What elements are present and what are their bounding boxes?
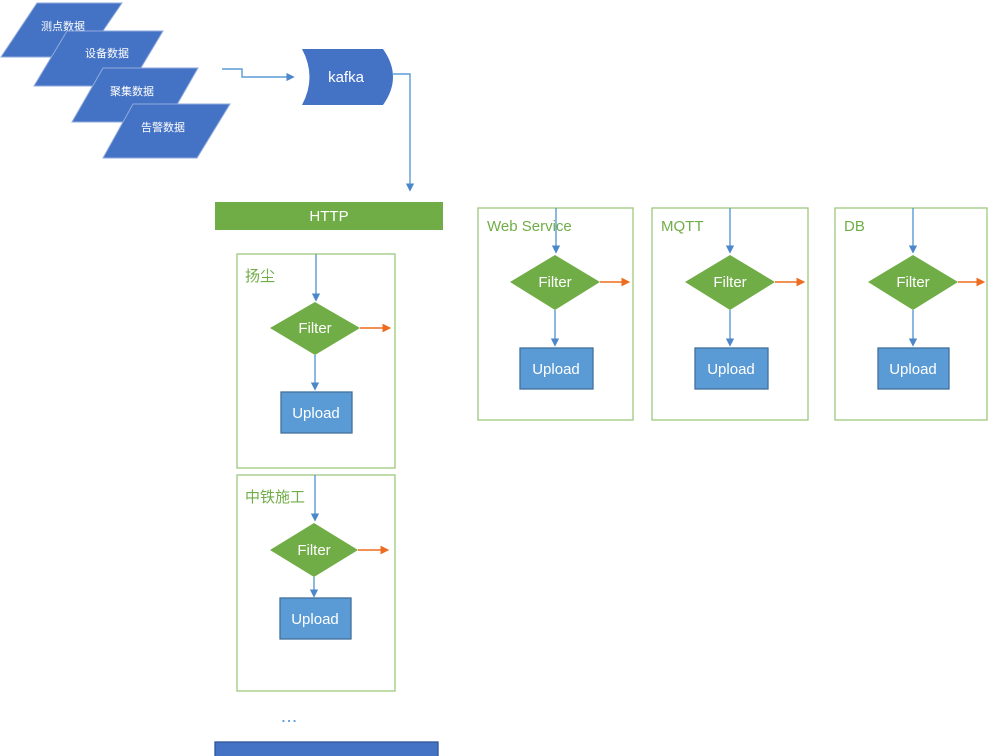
channel-zhongtie: 中铁施工 Filter Upload	[236, 474, 396, 692]
http-label: HTTP	[309, 208, 348, 225]
upload-label: Upload	[291, 611, 339, 628]
filter-label: Filter	[713, 274, 746, 291]
channel-mqtt: MQTT Filter Upload	[651, 207, 809, 421]
filter-label: Filter	[297, 542, 330, 559]
more-channels-ellipsis: ...	[282, 710, 299, 725]
kafka-queue[interactable]: kafka	[302, 49, 393, 105]
connector-sources-to-kafka	[222, 68, 295, 82]
channel-label: 扬尘	[245, 268, 275, 285]
channel-label: DB	[844, 218, 865, 235]
filter-diamond[interactable]	[868, 255, 958, 310]
kafka-shape[interactable]	[302, 49, 393, 105]
upload-box[interactable]	[877, 347, 950, 390]
filter-label: Filter	[896, 274, 929, 291]
upload-label: Upload	[532, 361, 580, 378]
source-label: 测点数据	[41, 19, 85, 33]
upload-label: Upload	[889, 361, 937, 378]
kafka-label: kafka	[328, 69, 365, 86]
filter-diamond[interactable]	[510, 255, 600, 310]
upload-box[interactable]	[279, 597, 352, 640]
upload-box[interactable]	[280, 391, 353, 434]
channel-label: 中铁施工	[245, 489, 305, 506]
bottom-partial-bar[interactable]	[214, 741, 439, 756]
filter-label: Filter	[538, 274, 571, 291]
http-bar[interactable]	[215, 202, 443, 230]
filter-diamond[interactable]	[270, 523, 358, 577]
channel-db: DB Filter Upload	[834, 207, 988, 421]
channel-container[interactable]	[834, 207, 988, 421]
channel-label: Web Service	[487, 218, 572, 235]
filter-label: Filter	[298, 320, 331, 337]
channel-container[interactable]	[236, 474, 396, 692]
channel-yangchen: 扬尘 Filter Upload	[236, 253, 396, 469]
connector-kafka-to-http	[392, 73, 415, 192]
channel-label: MQTT	[661, 218, 704, 235]
upload-box[interactable]	[519, 347, 594, 390]
upload-label: Upload	[292, 405, 340, 422]
source-label: 设备数据	[85, 46, 129, 60]
http-gateway[interactable]: HTTP	[215, 202, 443, 230]
filter-diamond[interactable]	[270, 302, 360, 355]
upload-label: Upload	[707, 361, 755, 378]
source-label: 聚集数据	[110, 84, 154, 98]
source-label: 告警数据	[141, 120, 185, 134]
source-data-stack: 测点数据 设备数据 聚集数据 告警数据	[0, 2, 231, 159]
upload-box[interactable]	[694, 347, 769, 390]
channel-web-service: Web Service Filter Upload	[477, 207, 634, 421]
source-parallelogram-gaojing[interactable]	[102, 103, 231, 159]
filter-diamond[interactable]	[685, 255, 775, 310]
